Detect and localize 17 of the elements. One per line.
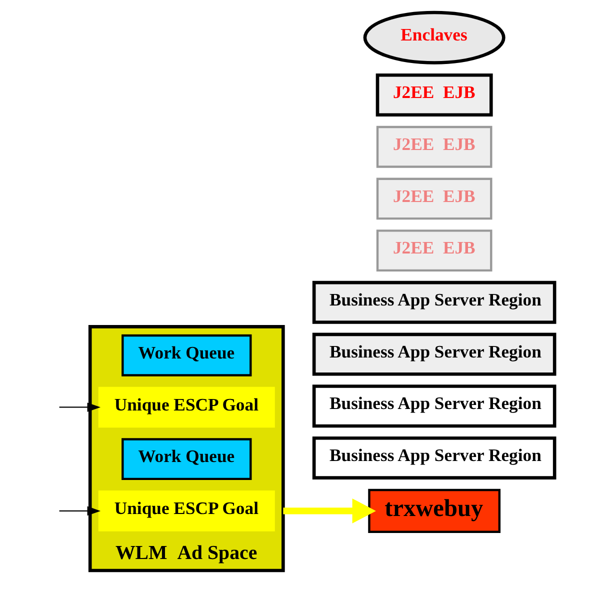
node-box: Business App Server Region — [312, 332, 556, 376]
node-box: J2EE EJB — [376, 178, 492, 220]
node-box: J2EE EJB — [376, 126, 492, 168]
node-box: Business App Server Region — [312, 384, 556, 428]
arrow — [283, 498, 376, 524]
arrow — [59, 402, 101, 412]
node-box: Unique ESCP Goal — [98, 490, 275, 532]
node-box: Work Queue — [122, 334, 252, 376]
node-box: Business App Server Region — [312, 436, 556, 480]
node-box: trxwebuy — [368, 488, 501, 533]
node-box: Unique ESCP Goal — [98, 386, 275, 428]
node-ellipse: Enclaves — [363, 10, 506, 64]
node-box: J2EE EJB — [376, 73, 493, 116]
node-box: Work Queue — [122, 438, 252, 480]
arrow — [59, 506, 101, 516]
node-box: J2EE EJB — [376, 230, 492, 272]
node-box: Business App Server Region — [312, 280, 556, 324]
